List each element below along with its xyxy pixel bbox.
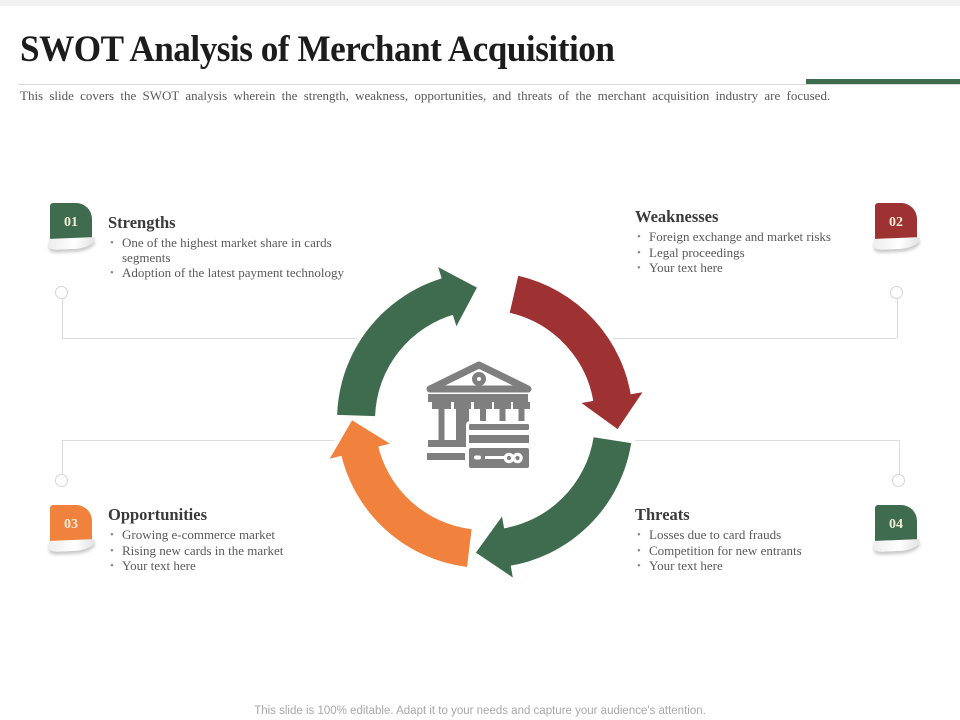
quadrant-opportunities: Opportunities Growing e-commerce market … — [108, 505, 366, 575]
bullet-list-threats: Losses due to card frauds Competition fo… — [635, 527, 875, 574]
quadrant-title-weaknesses: Weaknesses — [635, 207, 719, 226]
number-badge-04: 04 — [875, 505, 917, 545]
cycle-arc-green-bottom-right — [499, 436, 632, 567]
bullet-item: Growing e-commerce market — [108, 527, 366, 543]
quadrant-title-strengths: Strengths — [108, 213, 176, 232]
page-title: SWOT Analysis of Merchant Acquisition — [20, 29, 615, 70]
bullet-item: Your text here — [635, 261, 875, 276]
quadrant-strengths: Strengths One of the highest market shar… — [108, 213, 366, 282]
arrow-head-left — [329, 420, 390, 459]
bullet-item: Foreign exchange and market risks — [635, 229, 875, 245]
bullet-list-opportunities: Growing e-commerce market Rising new car… — [108, 527, 366, 574]
bank-entablature — [428, 394, 528, 402]
cycle-arc-orange-bottom-left — [340, 442, 473, 567]
card-logo-dot-left — [506, 455, 512, 461]
bullet-item: Rising new cards in the market — [108, 543, 366, 559]
bank-icon — [426, 361, 532, 470]
slide-subtitle: This slide covers the SWOT analysis wher… — [20, 88, 831, 103]
card-logo-dot-right — [515, 455, 520, 461]
bank-base-step-1 — [428, 440, 469, 447]
card-chip-dash — [474, 455, 481, 460]
bullet-item: Legal proceedings — [635, 245, 875, 261]
top-border-strip — [0, 0, 960, 6]
badge-number: 04 — [889, 517, 903, 532]
connector-pin-bottom-left — [55, 474, 68, 487]
badge-number: 03 — [64, 517, 78, 532]
cycle-arc-green-top-left — [337, 277, 458, 417]
connector-stem-top-right — [897, 298, 898, 338]
cycle-arc-red-top-right — [509, 275, 632, 406]
arrow-head-bottom — [475, 516, 513, 578]
arrow-head-top — [438, 267, 477, 327]
number-badge-01: 01 — [50, 203, 92, 243]
bullet-item: Losses due to card frauds — [635, 527, 875, 543]
connector-stem-top-left — [62, 298, 63, 338]
connector-stem-bottom-right — [899, 440, 900, 474]
bullet-item: Adoption of the latest payment technolog… — [108, 266, 366, 281]
credit-card — [469, 424, 529, 468]
bank-column-capitals — [432, 402, 530, 409]
quadrant-weaknesses: Weaknesses Foreign exchange and market r… — [635, 207, 875, 277]
badge-number: 02 — [889, 215, 903, 230]
bank-pediment-dot — [477, 377, 481, 381]
bullet-item: One of the highest market share in cards… — [108, 235, 366, 265]
bullet-list-weaknesses: Foreign exchange and market risks Legal … — [635, 229, 875, 276]
bullet-item: Competition for new entrants — [635, 543, 875, 559]
swot-cycle-diagram — [329, 267, 643, 578]
slide-footer: This slide is 100% editable. Adapt it to… — [254, 705, 706, 717]
arrow-head-right — [581, 392, 643, 430]
card-number-line — [485, 456, 504, 459]
number-badge-02: 02 — [875, 203, 917, 243]
connector-pin-bottom-right — [892, 474, 905, 487]
title-divider — [18, 84, 960, 85]
connector-stem-bottom-left — [62, 440, 63, 474]
bullet-list-strengths: One of the highest market share in cards… — [108, 235, 366, 281]
bullet-item: Your text here — [635, 559, 875, 574]
number-badge-03: 03 — [50, 505, 92, 545]
title-accent-bar — [806, 79, 960, 84]
quadrant-title-threats: Threats — [635, 505, 690, 524]
badge-number: 01 — [64, 215, 78, 230]
connector-pin-top-left — [55, 286, 68, 299]
connector-pin-top-right — [890, 286, 903, 299]
quadrant-threats: Threats Losses due to card frauds Compet… — [635, 505, 875, 575]
bank-base-step-2 — [427, 453, 465, 460]
bullet-item: Your text here — [108, 559, 366, 574]
quadrant-title-opportunities: Opportunities — [108, 505, 208, 524]
